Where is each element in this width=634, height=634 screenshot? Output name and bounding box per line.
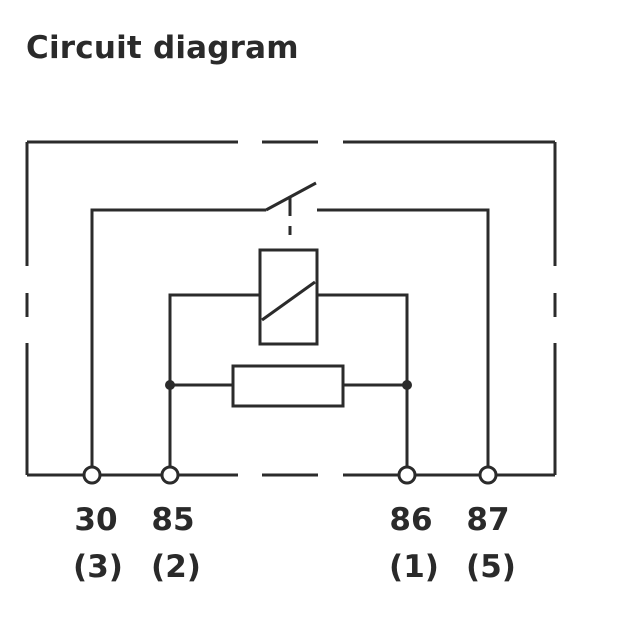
resistor-icon [231, 364, 345, 408]
terminal-86 [397, 465, 417, 485]
relay-coil-icon [258, 248, 319, 346]
terminal-pin: (1) [389, 549, 439, 585]
terminal-87 [478, 465, 498, 485]
terminal-pin: (5) [466, 549, 516, 585]
terminal-pin: (3) [73, 549, 123, 585]
terminal-number: 85 [151, 502, 194, 538]
relay-housing-outline [25, 140, 557, 477]
page-title: Circuit diagram [26, 30, 299, 66]
junction-dot [165, 380, 175, 390]
terminal-number: 86 [389, 502, 432, 538]
switch-contact [90, 181, 490, 469]
coil-wiring [168, 293, 409, 469]
junction-dot [402, 380, 412, 390]
terminal-number: 87 [466, 502, 509, 538]
terminal-85 [160, 465, 180, 485]
terminal-pin: (2) [151, 549, 201, 585]
terminal-30 [82, 465, 102, 485]
terminal-number: 30 [74, 502, 117, 538]
